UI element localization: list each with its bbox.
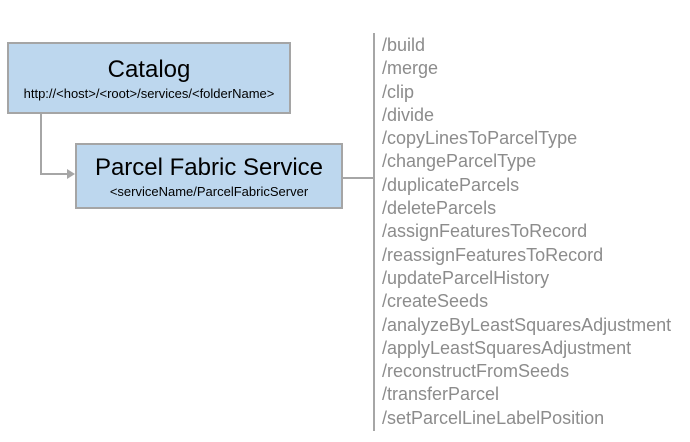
endpoint-item: /copyLinesToParcelType xyxy=(382,128,578,149)
endpoint-item: /createSeeds xyxy=(382,291,489,312)
catalog-to-service-connector-horizontal xyxy=(40,173,68,175)
endpoint-item: /reassignFeaturesToRecord xyxy=(382,244,604,265)
service-node: Parcel Fabric Service <serviceName/Parce… xyxy=(75,143,343,209)
endpoint-item: /updateParcelHistory xyxy=(382,267,550,288)
endpoint-item: /transferParcel xyxy=(382,384,500,405)
catalog-to-service-connector-vertical xyxy=(40,114,42,175)
arrowhead-icon xyxy=(67,169,75,179)
endpoint-item: /analyzeByLeastSquaresAdjustment xyxy=(382,314,672,335)
endpoint-item: /divide xyxy=(382,104,435,125)
catalog-title: Catalog xyxy=(107,55,191,83)
endpoints-list: /build/merge/clip/divide/copyLinesToParc… xyxy=(382,34,671,430)
endpoint-item: /reconstructFromSeeds xyxy=(382,361,570,382)
service-to-endpoints-line xyxy=(341,177,374,179)
endpoint-item: /build xyxy=(382,35,426,55)
endpoint-item: /changeParcelType xyxy=(382,151,537,172)
endpoint-item: /clip xyxy=(382,81,415,102)
endpoint-item: /assignFeaturesToRecord xyxy=(382,221,588,242)
catalog-node: Catalog http://<host>/<root>/services/<f… xyxy=(7,42,291,114)
endpoint-item: /setParcelLineLabelPosition xyxy=(382,407,605,428)
endpoint-item: /deleteParcels xyxy=(382,198,497,219)
endpoint-item: /applyLeastSquaresAdjustment xyxy=(382,337,632,358)
service-url: <serviceName/ParcelFabricServer xyxy=(109,183,309,199)
catalog-url: http://<host>/<root>/services/<folderNam… xyxy=(23,85,275,101)
endpoint-item: /duplicateParcels xyxy=(382,174,520,195)
endpoint-item: /merge xyxy=(382,58,439,79)
service-title: Parcel Fabric Service xyxy=(94,153,324,181)
endpoints-divider-line xyxy=(373,33,375,431)
